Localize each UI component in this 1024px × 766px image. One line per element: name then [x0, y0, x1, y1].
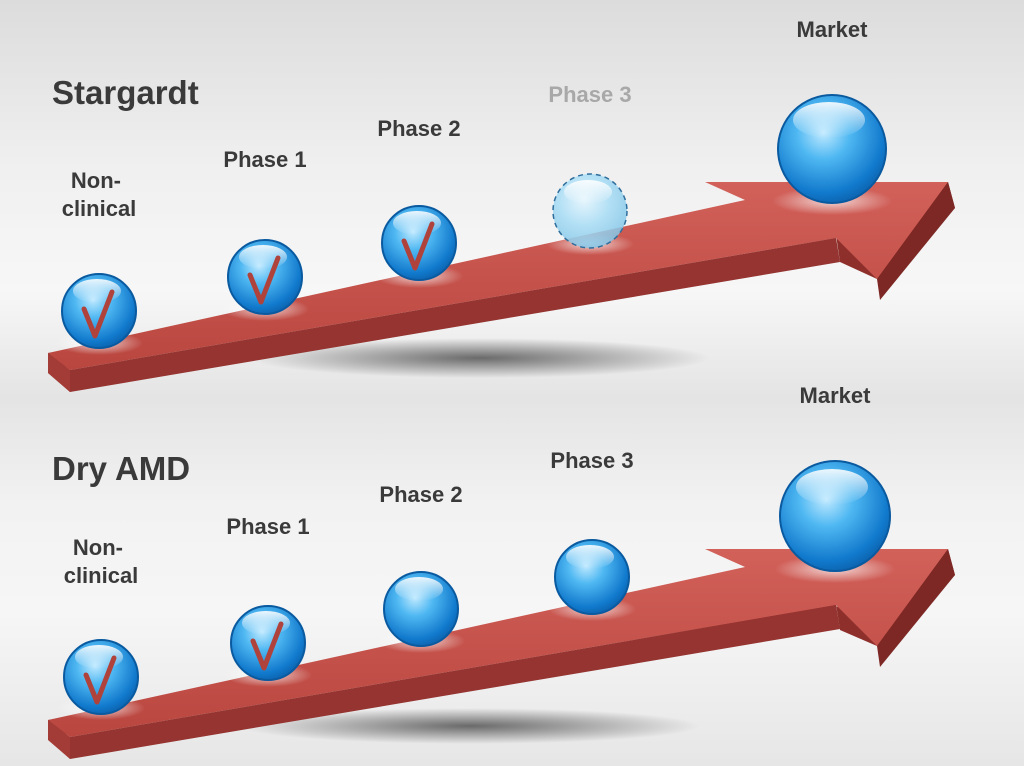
stage-label: Non- clinical — [64, 535, 139, 588]
stage-label: Market — [800, 383, 872, 408]
arrow-shadow — [250, 338, 710, 378]
arrow-top-face — [48, 182, 948, 370]
checkmark-icon — [81, 289, 115, 339]
arrow-shaft-side — [70, 605, 840, 759]
stage-label: Phase 1 — [223, 147, 306, 172]
stage-phase-3: Phase 3 — [546, 82, 634, 255]
stage-phase-2: Phase 2 — [377, 482, 465, 653]
stage-label-line: clinical — [64, 563, 139, 588]
timeline-stargardt: Stargardt Non- clinical Phase 1 Phase 2 — [48, 17, 955, 392]
timeline-title: Stargardt — [52, 74, 199, 111]
stage-label: Phase 3 — [550, 448, 633, 473]
stage-nonclinical: Non- clinical — [55, 168, 143, 355]
checkmark-icon — [83, 655, 117, 705]
stage-phase-2: Phase 2 — [375, 116, 463, 288]
stage-label-line: clinical — [62, 196, 137, 221]
stage-label: Non- clinical — [62, 168, 137, 221]
arrow-shaft-side — [70, 238, 840, 392]
stage-phase-1: Phase 1 — [221, 147, 309, 321]
sphere-highlight — [796, 469, 868, 505]
stage-label: Phase 1 — [226, 514, 309, 539]
sphere-highlight — [395, 577, 443, 601]
checkmark-icon — [401, 221, 435, 271]
timeline-title: Dry AMD — [52, 450, 190, 487]
arrow-head-side — [877, 549, 955, 667]
arrow-front-face — [48, 720, 70, 759]
arrow-head-side — [877, 182, 955, 300]
stage-label: Phase 2 — [379, 482, 462, 507]
stage-label: Phase 2 — [377, 116, 460, 141]
arrow-top-face — [48, 549, 948, 737]
stage-label-line: Non- — [73, 535, 123, 560]
sphere-highlight — [566, 545, 614, 569]
checkmark-icon — [247, 255, 281, 305]
stage-market: Market — [775, 383, 895, 583]
stage-label: Phase 3 — [548, 82, 631, 107]
sphere-highlight — [793, 102, 865, 138]
stage-nonclinical: Non- clinical — [57, 535, 145, 720]
stage-label: Market — [797, 17, 869, 42]
sphere-highlight — [564, 180, 612, 204]
stage-label-line: Non- — [71, 168, 121, 193]
timeline-dry-amd: Dry AMD Non- clinical Phase 1 Phase 2 — [48, 383, 955, 759]
stage-market: Market — [772, 17, 892, 215]
progress-arrow — [48, 549, 955, 759]
progress-arrow — [48, 182, 955, 392]
checkmark-icon — [250, 621, 284, 671]
stage-phase-3: Phase 3 — [548, 448, 636, 621]
arrow-front-face — [48, 353, 70, 392]
stage-phase-1: Phase 1 — [224, 514, 312, 687]
arrow-shadow — [240, 708, 700, 744]
